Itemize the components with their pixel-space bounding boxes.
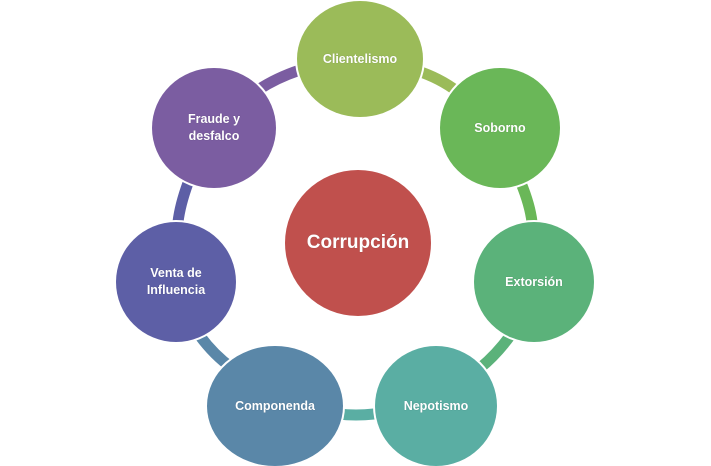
node-soborno: Soborno: [440, 68, 560, 188]
node-label: Componenda: [235, 398, 315, 413]
arc-nepotismo-componenda: [337, 408, 375, 421]
node-fraude-y-desfalco: Fraude y desfalco: [152, 68, 276, 188]
arc-soborno-extorsion: [515, 180, 538, 223]
center-node-corrupcion: Corrupción: [285, 170, 431, 316]
arc-venta-fraude: [172, 181, 194, 223]
node-label: Extorsión: [505, 274, 563, 289]
center-label: Corrupción: [306, 232, 410, 254]
node-label-line1: Venta de: [150, 266, 202, 281]
node-label-line1: Fraude y: [187, 112, 241, 127]
node-label: Clientelismo: [322, 51, 398, 66]
node-label: Soborno: [474, 120, 526, 135]
arc-fraude-clientelismo: [254, 64, 302, 95]
node-label-line2: Influencia: [146, 283, 206, 297]
node-venta-de-influencia: Venta de Influencia: [116, 222, 236, 342]
node-nepotismo: Nepotismo: [375, 346, 497, 466]
node-label: Nepotismo: [403, 398, 469, 413]
node-extorsion: Extorsión: [474, 222, 594, 342]
arc-clientelismo-soborno: [413, 64, 462, 97]
node-clientelismo: Clientelismo: [297, 1, 423, 117]
arc-extorsion-nepotismo: [476, 332, 515, 373]
node-label-line2: desfalco: [188, 129, 240, 143]
node-componenda: Componenda: [207, 346, 343, 466]
